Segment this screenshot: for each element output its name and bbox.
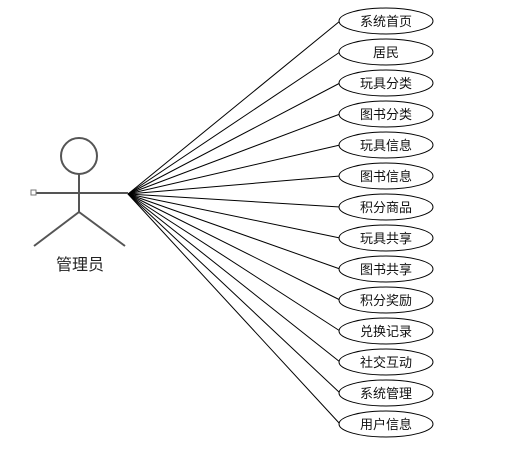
use-case-label: 社交互动 bbox=[360, 355, 412, 371]
use-case-label: 系统管理 bbox=[360, 387, 412, 402]
use-case-ellipse[interactable] bbox=[338, 38, 434, 66]
use-case[interactable]: 社交互动 bbox=[338, 348, 434, 376]
use-case-label: 玩具共享 bbox=[360, 231, 412, 247]
connector-line bbox=[127, 193, 341, 363]
use-case-ellipse[interactable] bbox=[338, 317, 434, 345]
use-case[interactable]: 图书信息 bbox=[338, 162, 434, 190]
use-case-label: 系统首页 bbox=[360, 15, 412, 30]
actor-figure: 管理员 bbox=[30, 137, 128, 274]
use-case-ellipse[interactable] bbox=[338, 255, 434, 283]
connector-line bbox=[127, 51, 341, 195]
use-case-ellipse[interactable] bbox=[338, 410, 434, 438]
connection-handle[interactable] bbox=[30, 189, 37, 196]
use-case-label: 积分商品 bbox=[360, 201, 412, 216]
actor-left-leg bbox=[33, 211, 80, 247]
use-case-ellipse[interactable] bbox=[338, 69, 434, 97]
connector-line bbox=[127, 193, 341, 301]
use-case-ellipse[interactable] bbox=[338, 131, 434, 159]
use-case[interactable]: 系统管理 bbox=[338, 379, 434, 407]
connector-line bbox=[127, 175, 341, 195]
actor-name: 管理员 bbox=[56, 255, 104, 274]
use-case-label: 兑换记录 bbox=[360, 325, 412, 340]
use-case-label: 图书分类 bbox=[360, 108, 412, 123]
use-case[interactable]: 积分奖励 bbox=[338, 286, 434, 314]
connector-line bbox=[127, 193, 341, 394]
use-case[interactable]: 系统首页 bbox=[338, 7, 434, 35]
connector-line bbox=[127, 20, 341, 195]
use-case[interactable]: 居民 bbox=[338, 38, 434, 66]
use-case-label: 图书信息 bbox=[360, 169, 412, 185]
actor-right-leg bbox=[78, 211, 126, 247]
use-case[interactable]: 积分商品 bbox=[338, 193, 434, 221]
use-case-ellipse[interactable] bbox=[338, 162, 434, 190]
connector-line bbox=[127, 193, 341, 208]
connector-line bbox=[127, 144, 341, 195]
connector-lines bbox=[127, 20, 341, 425]
use-case[interactable]: 兑换记录 bbox=[338, 317, 434, 345]
actor-head bbox=[60, 137, 98, 175]
use-case-ellipse[interactable] bbox=[338, 379, 434, 407]
use-case-label: 居民 bbox=[373, 46, 399, 61]
use-case-label: 用户信息 bbox=[360, 417, 412, 433]
use-case-ellipse[interactable] bbox=[338, 7, 434, 35]
connector-line bbox=[127, 193, 341, 270]
connector-line bbox=[127, 113, 341, 195]
use-case-ellipse[interactable] bbox=[338, 224, 434, 252]
use-case[interactable]: 玩具分类 bbox=[338, 69, 434, 97]
connector-line bbox=[127, 82, 341, 195]
use-case[interactable]: 玩具信息 bbox=[338, 131, 434, 159]
use-case-label: 图书共享 bbox=[360, 262, 412, 278]
use-case-ellipse[interactable] bbox=[338, 348, 434, 376]
use-case[interactable]: 玩具共享 bbox=[338, 224, 434, 252]
use-case[interactable]: 图书分类 bbox=[338, 100, 434, 128]
connector-line bbox=[127, 193, 341, 239]
use-case[interactable]: 用户信息 bbox=[338, 410, 434, 438]
use-case-label: 玩具分类 bbox=[360, 77, 412, 92]
connector-line bbox=[127, 193, 341, 425]
use-case-ellipse[interactable] bbox=[338, 193, 434, 221]
use-case[interactable]: 图书共享 bbox=[338, 255, 434, 283]
use-case-label: 积分奖励 bbox=[360, 294, 412, 309]
connector-line bbox=[127, 193, 341, 332]
use-case-list: 系统首页居民玩具分类图书分类玩具信息图书信息积分商品玩具共享图书共享积分奖励兑换… bbox=[338, 7, 434, 438]
use-case-label: 玩具信息 bbox=[360, 138, 412, 154]
use-case-ellipse[interactable] bbox=[338, 286, 434, 314]
use-case-ellipse[interactable] bbox=[338, 100, 434, 128]
